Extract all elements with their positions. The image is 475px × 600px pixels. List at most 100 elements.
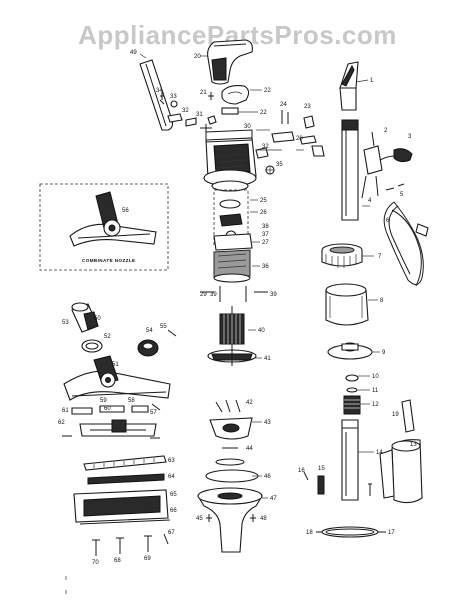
callout-36: 36 [262, 264, 269, 270]
callout-6: 6 [386, 218, 390, 224]
callout-42: 42 [246, 400, 253, 406]
screw-part [167, 329, 177, 337]
clip-part [401, 399, 415, 433]
callout-57: 57 [150, 410, 157, 416]
callout-3: 3 [408, 134, 412, 140]
nozzle-housing-part [63, 355, 171, 401]
latch-part [221, 107, 239, 115]
screw-part [215, 399, 241, 413]
callout-13: 13 [410, 442, 417, 448]
base-plate-part [79, 419, 157, 437]
callout-10: 10 [372, 374, 379, 380]
nut-part [207, 115, 217, 125]
callout-48: 48 [260, 516, 267, 522]
bearing-part [219, 199, 241, 209]
inset-caption: COMBINATE NOZZLE [82, 258, 136, 263]
filter-disc-part [327, 342, 373, 360]
bumper-part [131, 405, 149, 413]
callout-27: 27 [262, 240, 269, 246]
upper-handle-part [139, 59, 174, 131]
callout-69: 69 [144, 556, 151, 562]
callout-32: 32 [262, 144, 269, 150]
bottom-plate-part [73, 489, 171, 525]
drive-belt-part [316, 526, 386, 538]
bracket-part [299, 135, 317, 145]
latch-part [317, 475, 325, 495]
callout-43: 43 [264, 420, 271, 426]
callout-58: 58 [128, 398, 135, 404]
fan-part [207, 349, 257, 366]
washer-part [346, 387, 358, 393]
callout-2: 2 [384, 128, 388, 134]
callout-34: 34 [156, 88, 163, 94]
screw-part [159, 92, 165, 105]
callout-55: 55 [160, 324, 167, 330]
agitator-knob-part [137, 339, 159, 357]
callout-39: 39 [210, 292, 217, 298]
callout-61: 61 [62, 408, 69, 414]
screw-part [163, 533, 169, 545]
callout-1: 1 [370, 78, 374, 84]
callout-7: 7 [378, 254, 382, 260]
callout-53: 53 [62, 320, 69, 326]
callout-54: 54 [146, 328, 153, 334]
callout-50: 50 [94, 316, 101, 322]
callout-56: 56 [122, 208, 129, 214]
callout-11: 11 [372, 388, 379, 394]
nozzle-adapter-part [71, 302, 99, 333]
callout-32: 32 [182, 108, 189, 114]
callout-52: 52 [104, 334, 111, 340]
callout-70: 70 [92, 560, 99, 566]
callout-40: 40 [258, 328, 265, 334]
lower-tube-part [341, 419, 359, 501]
screw-part [281, 110, 289, 124]
callout-49: 49 [130, 50, 137, 56]
callout-23: 23 [304, 104, 311, 110]
dirt-cup-part [379, 439, 423, 504]
clip-part [221, 85, 250, 105]
ring-part [205, 469, 259, 483]
callout-14: 14 [376, 450, 383, 456]
seal-part [215, 458, 245, 466]
callout-20: 20 [194, 54, 201, 60]
callout-29: 29 [200, 292, 207, 298]
callout-18: 18 [306, 530, 313, 536]
agitator-brush-part [83, 455, 167, 471]
callout-41: 41 [264, 356, 271, 362]
ring-part [81, 339, 103, 353]
callout-26: 26 [260, 210, 267, 216]
callout-30: 30 [244, 124, 251, 130]
screw-part [206, 514, 212, 522]
handle-grip-part [207, 39, 253, 85]
callout-17: 17 [388, 530, 395, 536]
callout-46: 46 [264, 474, 271, 480]
callout-60: 60 [104, 406, 111, 412]
button-part [255, 147, 269, 159]
power-cord-part [383, 201, 429, 287]
screw-part [200, 124, 212, 132]
armature-part [219, 306, 245, 352]
callout-38: 38 [262, 224, 269, 230]
callout-45: 45 [196, 516, 203, 522]
callout-5: 5 [400, 192, 404, 198]
screw-part [116, 537, 124, 554]
clip-part [311, 145, 325, 157]
callout-21: 21 [200, 90, 207, 96]
callout-31: 31 [196, 112, 203, 118]
callout-4: 4 [368, 198, 372, 204]
nut-part [303, 115, 315, 129]
callout-33: 33 [170, 94, 177, 100]
callout-28: 28 [296, 136, 303, 142]
callout-16: 16 [298, 468, 305, 474]
extension-tube-part [341, 119, 359, 221]
screw-part [144, 535, 152, 552]
callout-22: 22 [264, 88, 271, 94]
bumper-part [71, 407, 93, 415]
callout-62: 62 [58, 420, 65, 426]
spring-part [343, 395, 361, 415]
ring-nut-part [321, 243, 363, 268]
callout-51: 51 [112, 362, 119, 368]
callout-68: 68 [114, 558, 121, 564]
screw-part [208, 92, 214, 100]
